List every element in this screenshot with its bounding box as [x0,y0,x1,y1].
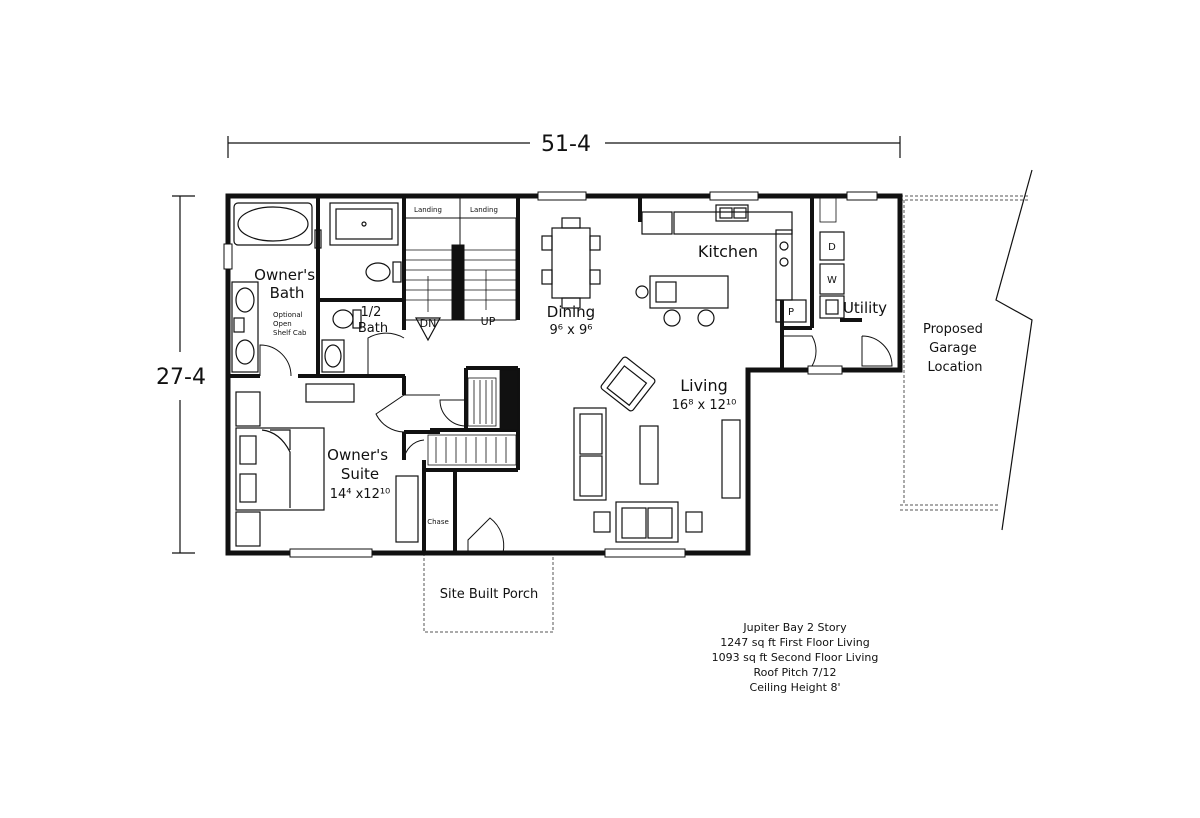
dining-table [541,217,601,309]
dining-label: Dining [547,303,595,321]
door-swings [259,332,893,554]
living-size-label: 16⁸ x 12¹⁰ [672,398,737,413]
garage-break-line [995,169,1033,531]
chase-label: Chase [427,518,449,526]
windows [223,191,878,558]
owners-suite-size-label: 14⁴ x12¹⁰ [330,487,391,502]
width-dimension [227,136,901,158]
living-label: Living [680,376,728,395]
landing-label-2: Landing [470,206,498,214]
landing-label-1: Landing [414,206,442,214]
plan-info: Jupiter Bay 2 Story 1247 sq ft First Flo… [690,620,900,695]
plan-info-roof-pitch: Roof Pitch 7/12 [753,666,837,679]
washer-label: W [827,275,837,286]
up-label: UP [481,315,496,328]
depth-dimension [172,195,195,554]
utility-fixtures [819,231,845,319]
pantry-label: P [788,307,794,318]
half-bath-label: 1/2 Bath [358,305,388,336]
kitchen-label: Kitchen [698,242,758,261]
exterior-walls [225,193,903,556]
bedroom-furniture [235,383,419,547]
closet-shelving [427,197,837,466]
optional-cab-label: Optional Open Shelf Cab [273,311,307,337]
down-label: DN [420,317,437,330]
dining-size-label: 9⁶ x 9⁶ [550,323,593,338]
bath-fixtures [231,202,402,373]
porch-label: Site Built Porch [440,587,538,602]
garage-outline [900,195,1030,511]
plan-info-second-floor: 1093 sq ft Second Floor Living [711,651,879,664]
width-dimension-label: 51-4 [541,132,591,157]
kitchen-fixtures [635,204,807,327]
owners-suite-label: Owner's Suite [327,446,393,483]
garage-label: Proposed Garage Location [923,322,987,375]
plan-info-first-floor: 1247 sq ft First Floor Living [720,636,870,649]
living-furniture [573,356,741,543]
staircase [403,196,517,342]
plan-info-model: Jupiter Bay 2 Story [743,621,847,634]
dryer-label: D [828,242,836,253]
porch-outline [423,553,554,633]
depth-dimension-label: 27-4 [156,365,206,390]
plan-info-ceiling-height: Ceiling Height 8' [749,681,841,694]
owners-bath-label: Owner's Bath [254,266,320,302]
utility-label: Utility [843,299,887,317]
